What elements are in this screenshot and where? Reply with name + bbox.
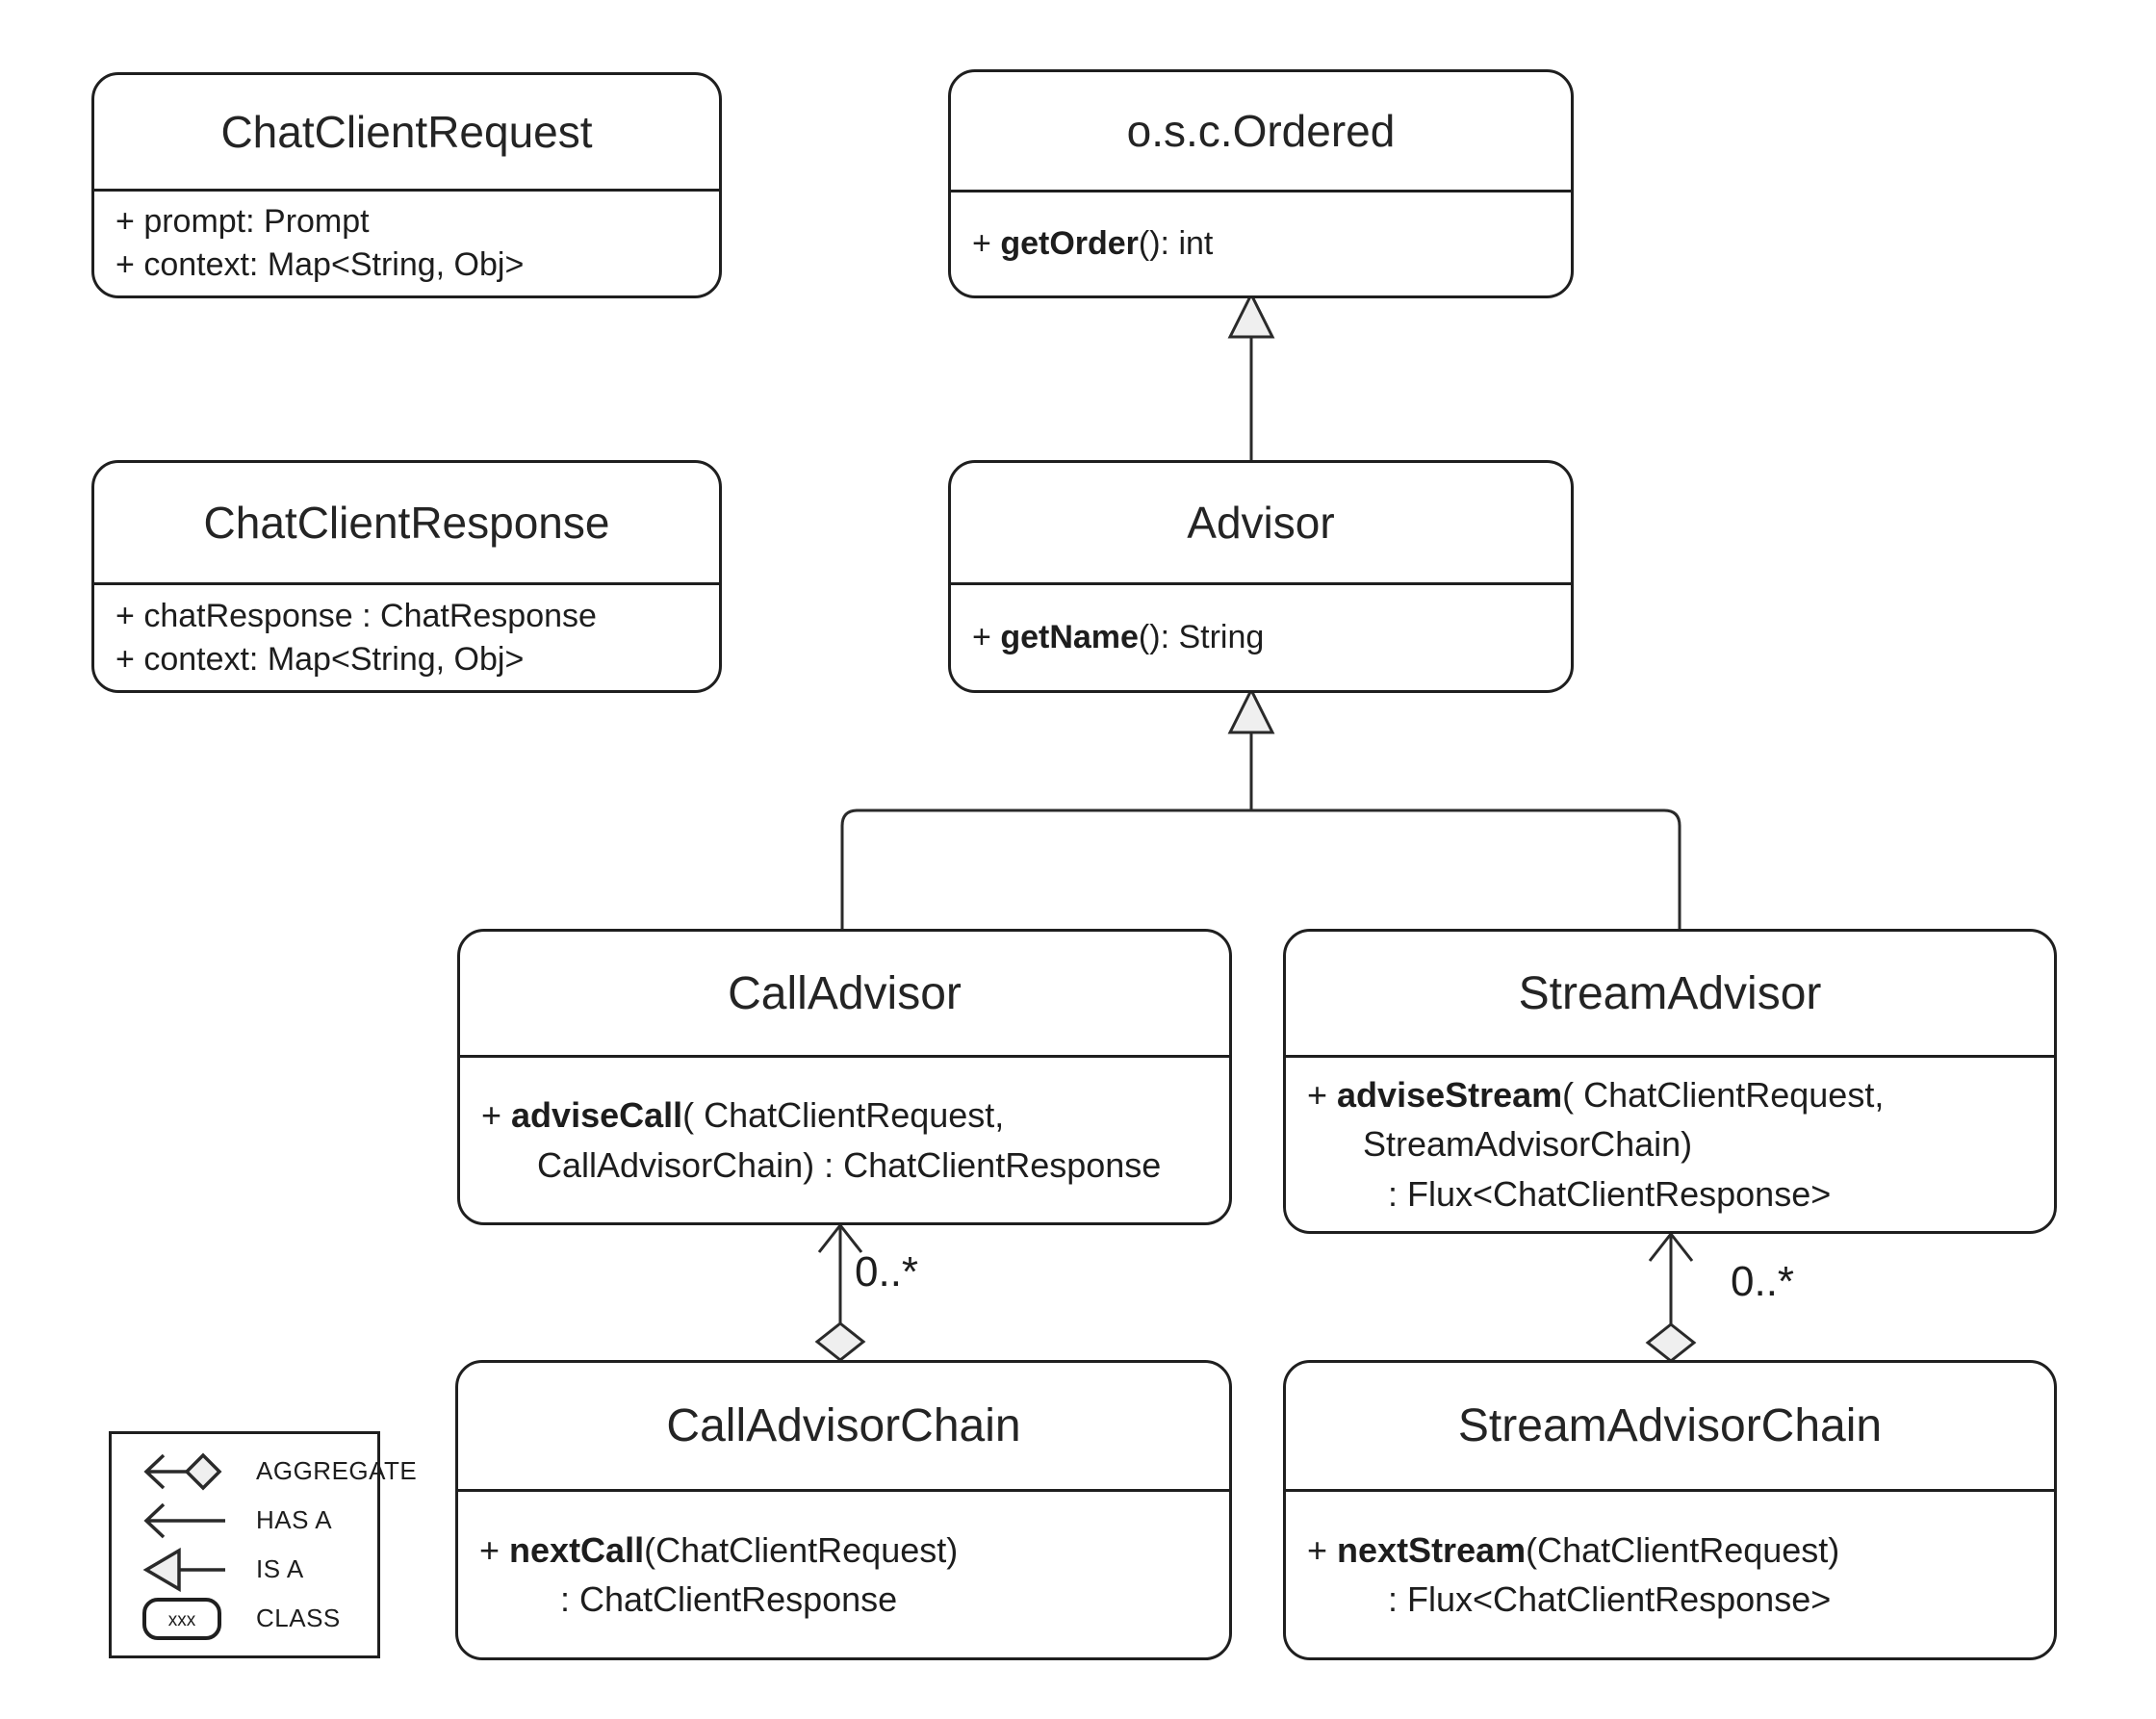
- member-pre: +: [116, 246, 144, 283]
- legend-row-class: xxx CLASS: [141, 1594, 377, 1643]
- class-title: CallAdvisor: [460, 932, 1229, 1058]
- member-sig: ( ChatClientRequest,: [682, 1095, 1005, 1136]
- member-line: : Flux<ChatClientResponse>: [1388, 1575, 2033, 1624]
- class-members: + getOrder(): int: [951, 192, 1571, 295]
- member-pre: +: [972, 619, 1001, 656]
- legend-row-has-a: HAS A: [141, 1496, 377, 1545]
- member-sig: context: Map<String, Obj>: [143, 640, 525, 678]
- member-line: + nextStream(ChatClientRequest): [1307, 1526, 2033, 1575]
- member-sig: : Flux<ChatClientResponse>: [1388, 1579, 1832, 1619]
- legend-label: HAS A: [256, 1505, 333, 1534]
- aggregate-icon: [143, 1452, 222, 1490]
- member-sig: : ChatClientResponse: [560, 1579, 898, 1619]
- class-title: Advisor: [951, 463, 1571, 585]
- member-sig: chatResponse : ChatResponse: [143, 597, 597, 634]
- has-a-arrowhead-stream: [1648, 1231, 1694, 1262]
- class-box-streamadvisor: StreamAdvisor + adviseStream( ChatClient…: [1283, 929, 2057, 1234]
- member-line: + prompt: Prompt: [116, 200, 698, 244]
- member-line: + chatResponse : ChatResponse: [116, 595, 698, 638]
- class-box-chatclientrequest: ChatClientRequest + prompt: Prompt + con…: [91, 72, 722, 298]
- member-sig: (ChatClientRequest): [1526, 1529, 1840, 1570]
- class-box-streamadvisorchain: StreamAdvisorChain + nextStream(ChatClie…: [1283, 1360, 2057, 1660]
- is-a-triangle-advisor: [1227, 686, 1275, 734]
- multiplicity-label-call: 0..*: [855, 1248, 919, 1296]
- class-box-osc-ordered: o.s.c.Ordered + getOrder(): int: [948, 69, 1574, 298]
- member-line: + adviseCall( ChatClientRequest,: [481, 1090, 1208, 1140]
- aggregate-diamond-stream: [1645, 1322, 1697, 1363]
- member-name: adviseCall: [511, 1095, 683, 1136]
- has-a-icon: [143, 1502, 225, 1538]
- class-members: + adviseCall( ChatClientRequest, CallAdv…: [460, 1058, 1229, 1222]
- class-box-chatclientresponse: ChatClientResponse + chatResponse : Chat…: [91, 460, 722, 693]
- legend-label: CLASS: [256, 1604, 341, 1632]
- class-icon-text: xxx: [168, 1610, 196, 1630]
- member-name: nextStream: [1337, 1529, 1527, 1570]
- member-line: : Flux<ChatClientResponse>: [1388, 1169, 2033, 1219]
- member-sig: prompt: Prompt: [143, 203, 370, 241]
- class-members: + getName(): String: [951, 585, 1571, 690]
- legend-row-aggregate: AGGREGATE: [141, 1447, 417, 1496]
- legend-label: IS A: [256, 1554, 304, 1583]
- member-sig: context: Map<String, Obj>: [143, 246, 525, 283]
- class-title: ChatClientResponse: [94, 463, 719, 585]
- class-members: + nextCall(ChatClientRequest) : ChatClie…: [458, 1492, 1229, 1657]
- class-title: o.s.c.Ordered: [951, 72, 1571, 192]
- class-members: + nextStream(ChatClientRequest) : Flux<C…: [1286, 1492, 2054, 1657]
- class-box-calladvisor: CallAdvisor + adviseCall( ChatClientRequ…: [457, 929, 1232, 1225]
- class-box-advisor: Advisor + getName(): String: [948, 460, 1574, 693]
- member-pre: +: [116, 203, 144, 241]
- member-name: getName: [1000, 619, 1139, 656]
- member-line: StreamAdvisorChain): [1363, 1119, 2033, 1168]
- legend-label: AGGREGATE: [256, 1456, 418, 1485]
- member-name: adviseStream: [1337, 1075, 1563, 1116]
- member-pre: +: [1307, 1075, 1338, 1116]
- member-line: + adviseStream( ChatClientRequest,: [1307, 1070, 2033, 1119]
- member-pre: +: [481, 1095, 512, 1136]
- class-title: CallAdvisorChain: [458, 1363, 1229, 1492]
- member-sig: : Flux<ChatClientResponse>: [1388, 1173, 1832, 1214]
- is-a-branch-path: [840, 808, 1681, 929]
- class-title: StreamAdvisorChain: [1286, 1363, 2054, 1492]
- member-sig: (ChatClientRequest): [644, 1529, 959, 1570]
- member-sig: CallAdvisorChain) : ChatClientResponse: [537, 1144, 1162, 1185]
- is-a-triangle-ordered: [1227, 291, 1275, 339]
- class-title: ChatClientRequest: [94, 75, 719, 192]
- member-line: : ChatClientResponse: [560, 1575, 1208, 1624]
- class-title: StreamAdvisor: [1286, 932, 2054, 1058]
- member-pre: +: [1307, 1529, 1338, 1570]
- class-members: + chatResponse : ChatResponse + context:…: [94, 585, 719, 690]
- member-pre: +: [116, 597, 144, 634]
- class-icon: xxx: [142, 1597, 221, 1640]
- member-line: + context: Map<String, Obj>: [116, 244, 698, 287]
- aggregate-diamond-call: [814, 1321, 866, 1362]
- member-line: + getOrder(): int: [972, 222, 1550, 266]
- member-line: + context: Map<String, Obj>: [116, 638, 698, 681]
- member-sig: ( ChatClientRequest,: [1562, 1075, 1885, 1116]
- is-a-icon: [142, 1547, 225, 1592]
- member-pre: +: [479, 1529, 510, 1570]
- member-line: + getName(): String: [972, 616, 1550, 659]
- class-members: + adviseStream( ChatClientRequest, Strea…: [1286, 1058, 2054, 1231]
- member-sig: (): int: [1138, 225, 1214, 263]
- legend: AGGREGATE HAS A IS A xxx CLASS: [109, 1431, 417, 1658]
- member-name: nextCall: [509, 1529, 645, 1570]
- member-pre: +: [116, 640, 144, 678]
- legend-row-is-a: IS A: [141, 1545, 377, 1594]
- member-line: CallAdvisorChain) : ChatClientResponse: [537, 1141, 1208, 1190]
- class-box-calladvisorchain: CallAdvisorChain + nextCall(ChatClientRe…: [455, 1360, 1232, 1660]
- member-name: getOrder: [1000, 225, 1139, 263]
- member-line: + nextCall(ChatClientRequest): [479, 1526, 1208, 1575]
- member-sig: (): String: [1138, 619, 1265, 656]
- multiplicity-label-stream: 0..*: [1731, 1258, 1795, 1305]
- class-members: + prompt: Prompt + context: Map<String, …: [94, 192, 719, 295]
- member-pre: +: [972, 225, 1001, 263]
- member-sig: StreamAdvisorChain): [1363, 1124, 1693, 1165]
